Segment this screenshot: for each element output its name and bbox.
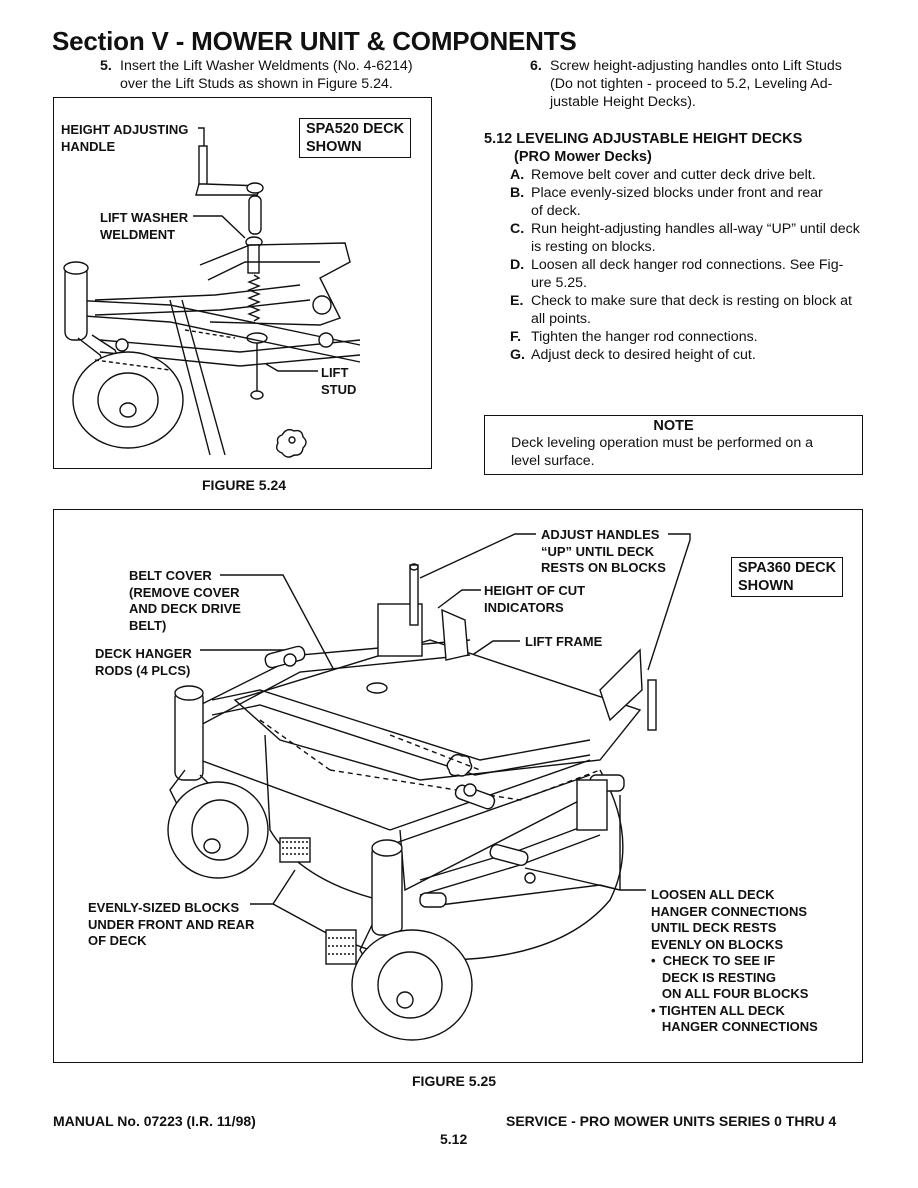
step-text-line: Loosen all deck hanger rod connections. … bbox=[531, 257, 844, 273]
step-text: Remove belt cover and cutter deck drive … bbox=[531, 166, 816, 184]
section-512-step: E. Check to make sure that deck is restin… bbox=[510, 292, 870, 328]
note-box: NOTE Deck leveling operation must be per… bbox=[484, 415, 863, 475]
step-6-number: 6. bbox=[530, 58, 542, 74]
callout-lift-frame: LIFT FRAME bbox=[525, 634, 603, 649]
step-letter: F. bbox=[510, 329, 522, 345]
callout-height-of-cut: HEIGHT OF CUT INDICATORS bbox=[484, 583, 586, 615]
callout-lift-washer: LIFT WASHER WELDMENT bbox=[100, 210, 189, 242]
callout-belt-cover: BELT COVER (REMOVE COVER AND DECK DRIVE … bbox=[129, 568, 241, 633]
step-text: Tighten the hanger rod connections. bbox=[531, 328, 758, 346]
callout-deck-hanger-rods: DECK HANGER RODS (4 PLCS) bbox=[95, 646, 192, 678]
note-line-2: level surface. bbox=[511, 453, 595, 469]
page-number: 5.12 bbox=[440, 1131, 468, 1147]
step-5-line-1: Insert the Lift Washer Weldments (No. 4-… bbox=[120, 58, 413, 74]
step-text-line: Place evenly-sized blocks under front an… bbox=[531, 185, 823, 201]
step-text: Run height-adjusting handles all-way “UP… bbox=[531, 220, 860, 256]
section-title: Section V - MOWER UNIT & COMPONENTS bbox=[52, 26, 577, 56]
step-letter: A. bbox=[510, 167, 525, 183]
section-512-step: G. Adjust deck to desired height of cut. bbox=[510, 346, 870, 364]
callout-height-adjusting-handle: HEIGHT ADJUSTING HANDLE bbox=[61, 122, 189, 154]
figure-524-caption: FIGURE 5.24 bbox=[202, 477, 287, 493]
step-text-line: all points. bbox=[531, 311, 591, 327]
step-text-line: is resting on blocks. bbox=[531, 239, 656, 255]
step-text-line: ure 5.25. bbox=[531, 275, 588, 291]
figure-524-model-line-1: SPA520 DECK bbox=[306, 121, 405, 137]
step-6-line-2: (Do not tighten - proceed to 5.2, Leveli… bbox=[550, 76, 833, 92]
step-6-line-1: Screw height-adjusting handles onto Lift… bbox=[550, 58, 842, 74]
figure-525-frame bbox=[53, 509, 863, 1063]
section-512-heading: 5.12 LEVELING ADJUSTABLE HEIGHT DECKS bbox=[484, 131, 803, 147]
step-letter: G. bbox=[510, 347, 525, 363]
section-512-steps: A. Remove belt cover and cutter deck driv… bbox=[510, 166, 870, 364]
step-5-number: 5. bbox=[100, 58, 112, 74]
step-5: 5. Insert the Lift Washer Weldments (No. … bbox=[100, 57, 413, 93]
figure-524-frame bbox=[53, 97, 432, 469]
step-letter: E. bbox=[510, 293, 524, 309]
step-letter: B. bbox=[510, 185, 525, 201]
step-text-line: Adjust deck to desired height of cut. bbox=[531, 347, 756, 363]
step-letter: C. bbox=[510, 221, 525, 237]
note-title: NOTE bbox=[653, 418, 694, 434]
step-text-line: Run height-adjusting handles all-way “UP… bbox=[531, 221, 860, 237]
note-line-1: Deck leveling operation must be performe… bbox=[511, 435, 814, 451]
callout-evenly-sized-blocks: EVENLY-SIZED BLOCKS UNDER FRONT AND REAR… bbox=[88, 900, 255, 948]
footer-manual-number: MANUAL No. 07223 (I.R. 11/98) bbox=[53, 1113, 256, 1129]
section-512-step: A. Remove belt cover and cutter deck driv… bbox=[510, 166, 870, 184]
figure-525-model-label: SPA360 DECK SHOWN bbox=[731, 557, 844, 597]
section-512-step: B. Place evenly-sized blocks under front … bbox=[510, 184, 870, 220]
figure-525-caption: FIGURE 5.25 bbox=[412, 1073, 497, 1089]
figure-524-model-line-2: SHOWN bbox=[306, 139, 362, 155]
step-6: 6. Screw height-adjusting handles onto Li… bbox=[530, 57, 842, 111]
footer-series: SERVICE - PRO MOWER UNITS SERIES 0 THRU … bbox=[506, 1113, 837, 1129]
callout-loosen-connections: LOOSEN ALL DECK HANGER CONNECTIONS UNTIL… bbox=[651, 887, 818, 1034]
section-512-step: F. Tighten the hanger rod connections. bbox=[510, 328, 870, 346]
section-512-step: D. Loosen all deck hanger rod connections… bbox=[510, 256, 870, 292]
figure-525-model-line-2: SHOWN bbox=[738, 578, 794, 594]
figure-524-model-label: SPA520 DECK SHOWN bbox=[299, 118, 412, 158]
section-512-step: C. Run height-adjusting handles all-way “… bbox=[510, 220, 870, 256]
step-text: Adjust deck to desired height of cut. bbox=[531, 346, 756, 364]
section-512-subheading: (PRO Mower Decks) bbox=[514, 149, 652, 165]
callout-lift-stud: LIFT STUD bbox=[321, 365, 357, 397]
step-text: Loosen all deck hanger rod connections. … bbox=[531, 256, 843, 292]
step-text: Check to make sure that deck is resting … bbox=[531, 292, 852, 328]
step-6-line-3: justable Height Decks). bbox=[550, 94, 696, 110]
step-text-line: Check to make sure that deck is resting … bbox=[531, 293, 852, 309]
figure-525-model-line-1: SPA360 DECK bbox=[738, 560, 837, 576]
step-letter: D. bbox=[510, 257, 525, 273]
step-text-line: of deck. bbox=[531, 203, 581, 219]
step-text-line: Tighten the hanger rod connections. bbox=[531, 329, 758, 345]
step-5-line-2: over the Lift Studs as shown in Figure 5… bbox=[120, 76, 393, 92]
step-text: Place evenly-sized blocks under front an… bbox=[531, 184, 823, 220]
step-text-line: Remove belt cover and cutter deck drive … bbox=[531, 167, 816, 183]
callout-adjust-handles: ADJUST HANDLES “UP” UNTIL DECK RESTS ON … bbox=[541, 527, 666, 575]
